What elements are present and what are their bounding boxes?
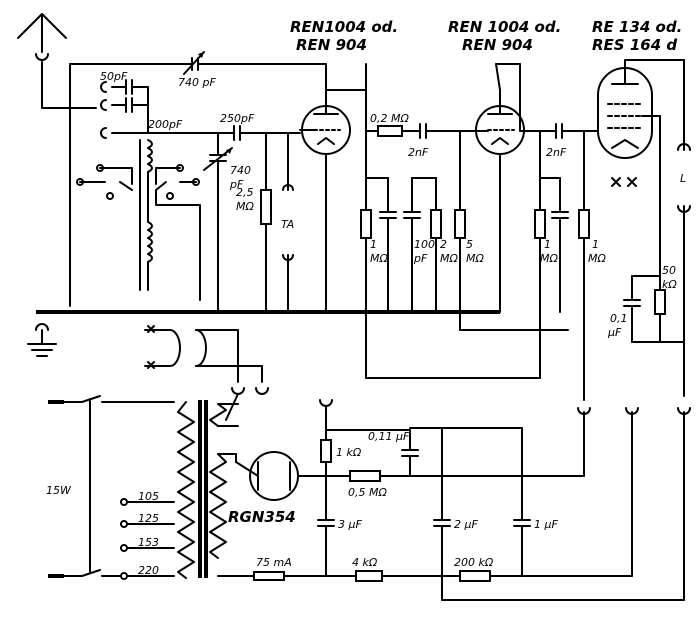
label-740pf-top: 740 pF [178,76,216,89]
label-1k: 1 kΩ [336,446,362,459]
interstage-2 [519,123,601,401]
tube-labels: REN1004 od. REN 904 REN 1004 od. REN 904… [228,18,682,526]
label-2nf-1: 2nF [408,146,429,159]
label-4k: 4 kΩ [352,556,378,569]
interstage-1 [325,63,569,379]
component-labels: 50pF 740 pF 200pF 250pF 740 pF 2,5 MΩ TA… [46,70,686,577]
tube-1-label-a: REN1004 od. [290,18,398,36]
label-740-var-a: 740 [230,164,251,177]
label-speaker: L [680,172,686,185]
tube-3 [597,59,685,291]
tube-2-label-a: REN 1004 od. [448,18,561,36]
pickup-jacks [144,325,269,421]
label-5m-a: 5 [466,238,473,251]
label-1m-b3: MΩ [588,252,606,265]
label-011uf: 0,11 μF [368,430,410,443]
label-tap-153: 153 [138,536,159,549]
label-1m-a1: 1 [370,238,377,251]
label-250pf: 250pF [220,112,255,125]
tube-3-label-b: RES 164 d [592,36,677,54]
rectifier-label: RGN354 [228,508,296,526]
label-1m-b2: MΩ [540,252,558,265]
tube-1 [299,63,351,313]
label-3uf: 3 μF [338,518,362,531]
label-740-var-b: pF [229,178,244,191]
antenna-symbol [17,13,97,109]
label-tap-105: 105 [138,490,159,503]
label-05m: 0,5 MΩ [348,486,387,499]
tube-2 [475,63,525,313]
label-02m: 0,2 MΩ [370,112,409,125]
label-50pf: 50pF [100,70,128,83]
label-25m-b: MΩ [236,200,254,213]
power-supply [48,395,691,601]
label-2m-b: MΩ [440,252,458,265]
ground-bus [27,310,541,379]
speaker-output [623,143,691,397]
label-01uf-a: 0,1 [610,312,628,325]
label-100pf-b: pF [413,252,428,265]
label-ta: TA [281,218,294,231]
label-1m-b1: MΩ [370,252,388,265]
input-tuning-section [69,51,301,313]
label-1m-a2: 1 [544,238,551,251]
label-tap-220: 220 [138,564,159,577]
label-2uf: 2 μF [454,518,478,531]
label-50k-b: kΩ [662,278,677,291]
label-25m-a: 2,5 [236,186,254,199]
label-200k: 200 kΩ [454,556,494,569]
label-tap-125: 125 [138,512,159,525]
label-01uf-b: μF [607,326,622,339]
label-50k-a: 50 [662,264,676,277]
label-5m-b: MΩ [466,252,484,265]
tube-2-label-b: REN 904 [462,36,533,54]
label-2nf-2: 2nF [546,146,567,159]
label-power: 15W [46,484,72,497]
label-2m-a: 2 [440,238,447,251]
tube-1-label-b: REN 904 [296,36,367,54]
label-75ma: 75 mA [256,556,292,569]
label-1uf: 1 μF [534,518,558,531]
label-1m-a3: 1 [592,238,599,251]
label-100pf-a: 100 [414,238,435,251]
label-200pf: 200pF [148,118,183,131]
tube-3-label-a: RE 134 od. [592,18,682,36]
